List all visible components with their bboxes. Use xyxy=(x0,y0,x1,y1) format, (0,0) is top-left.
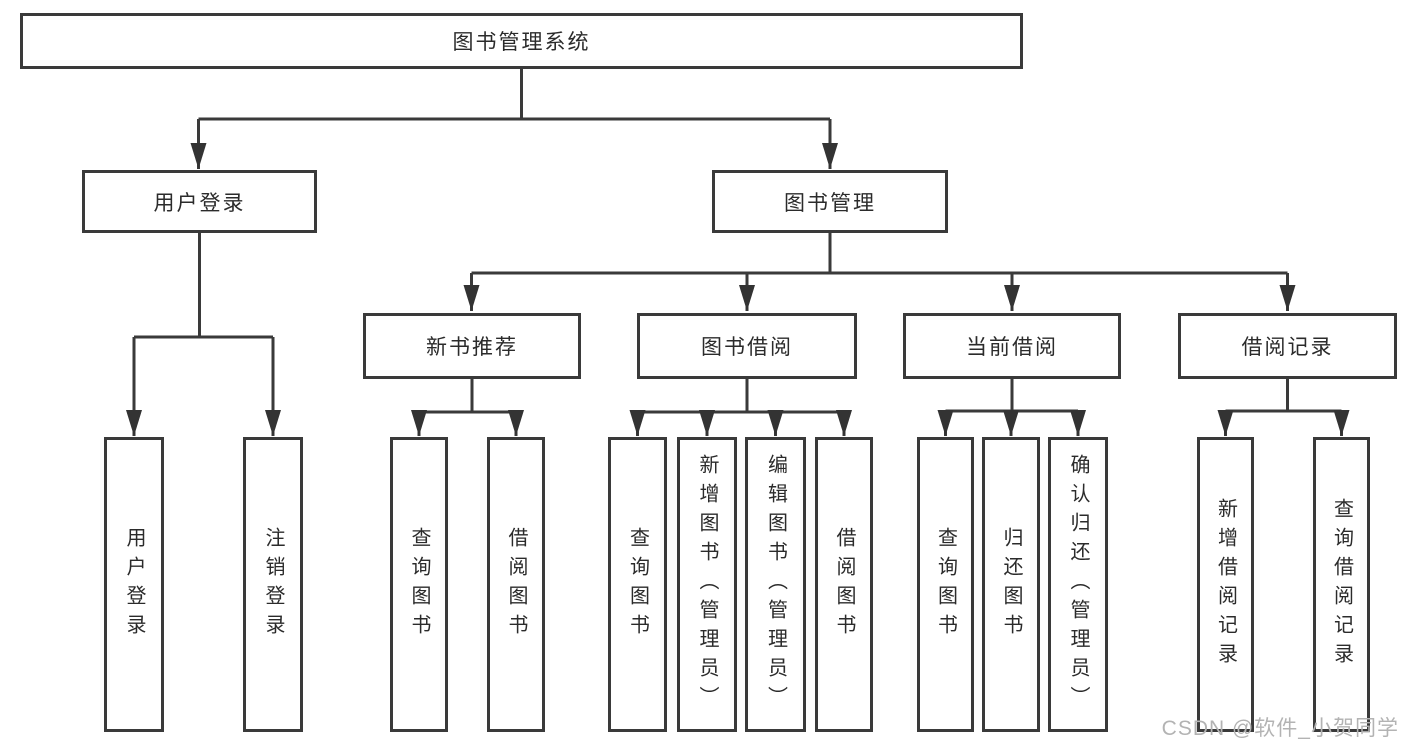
leaf-query-books-current: 查询图书 xyxy=(917,437,974,732)
leaf-query-books-borrow: 查询图书 xyxy=(608,437,667,732)
leaf-add-books-admin: 新增图书（管理员） xyxy=(677,437,737,732)
leaf-edit-books-admin: 编辑图书（管理员） xyxy=(745,437,806,732)
node-library-management-system: 图书管理系统 xyxy=(20,13,1023,69)
leaf-borrow-books-recommend: 借阅图书 xyxy=(487,437,545,732)
node-current-borrow: 当前借阅 xyxy=(903,313,1121,379)
connector-records-to-leaves xyxy=(1217,379,1350,436)
leaf-borrow-books: 借阅图书 xyxy=(815,437,873,732)
connector-bookborrow-to-leaves xyxy=(629,379,852,436)
node-user-login: 用户登录 xyxy=(82,170,317,233)
connector-userlogin-to-leaves xyxy=(126,233,281,436)
connector-currentborrow-to-leaves xyxy=(937,379,1086,436)
leaf-return-books: 归还图书 xyxy=(982,437,1040,732)
leaf-query-books-recommend: 查询图书 xyxy=(390,437,448,732)
leaf-confirm-return-admin: 确认归还（管理员） xyxy=(1048,437,1108,732)
leaf-query-borrow-record: 查询借阅记录 xyxy=(1313,437,1370,732)
node-new-book-recommend: 新书推荐 xyxy=(363,313,581,379)
connector-newbook-to-leaves xyxy=(411,379,524,436)
connector-root-to-level2 xyxy=(190,69,838,169)
node-book-borrow: 图书借阅 xyxy=(637,313,857,379)
connector-bookmgmt-to-level3 xyxy=(463,233,1296,311)
node-borrow-records: 借阅记录 xyxy=(1178,313,1397,379)
csdn-watermark: CSDN @软件_小贺同学 xyxy=(1161,717,1399,740)
node-book-management: 图书管理 xyxy=(712,170,948,233)
leaf-logout: 注销登录 xyxy=(243,437,303,732)
leaf-user-login: 用户登录 xyxy=(104,437,164,732)
leaf-add-borrow-record: 新增借阅记录 xyxy=(1197,437,1254,732)
